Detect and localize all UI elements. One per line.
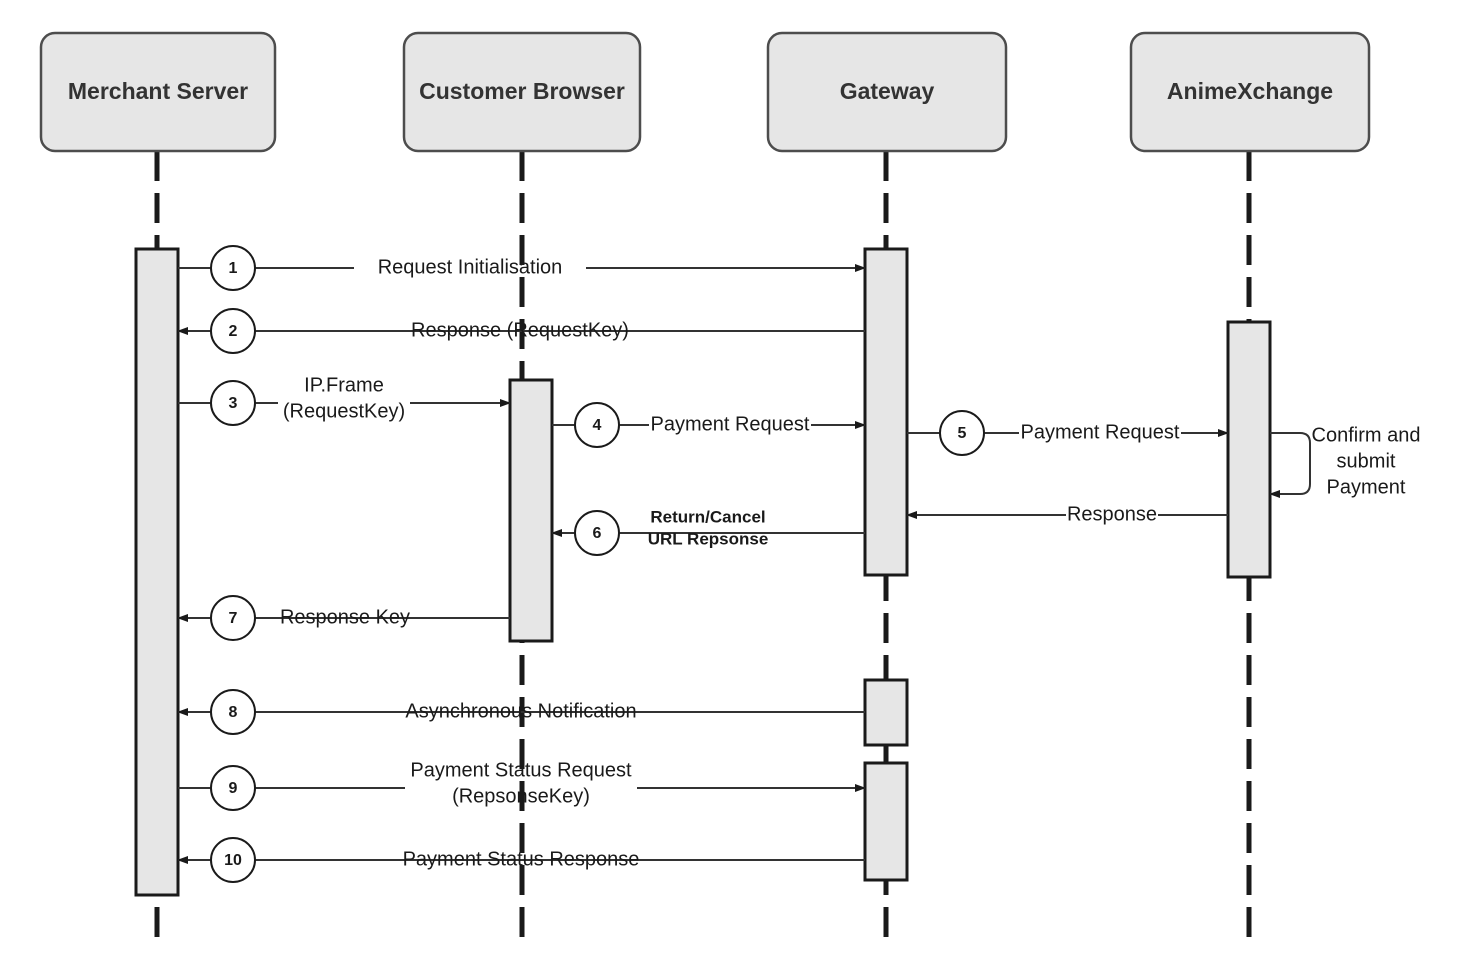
message-label-9-line: Payment Status Request <box>410 759 632 781</box>
message-8[interactable]: 8 Asynchronous Notification <box>177 689 865 735</box>
step-number-8: 8 <box>229 704 238 721</box>
self-message-loop-animexchange <box>1269 432 1311 498</box>
self-message-label-line: submit <box>1337 450 1396 472</box>
participant-merchant[interactable]: Merchant Server <box>39 31 277 153</box>
step-number-2: 2 <box>229 323 238 340</box>
activation-bar-gateway <box>863 678 909 747</box>
step-number-9: 9 <box>229 780 238 797</box>
activation-bar-gateway <box>863 247 909 577</box>
step-number-6: 6 <box>593 525 602 542</box>
message-label-6-line: URL Repsonse <box>648 529 769 548</box>
participant-label-merchant: Merchant Server <box>68 78 248 104</box>
participant-box-animexchange[interactable] <box>1129 31 1371 153</box>
self-message-label-line: Confirm and <box>1312 424 1421 446</box>
message-3[interactable]: 3 IP.Frame (RequestKey) <box>178 374 511 426</box>
message-label-8-line: Asynchronous Notification <box>405 700 636 722</box>
participant-label-gateway: Gateway <box>840 78 935 104</box>
message-7[interactable]: 7 Response Key <box>177 595 510 641</box>
participant-gateway[interactable]: Gateway <box>766 31 1008 153</box>
activation-bar-gateway <box>863 761 909 882</box>
participant-box-browser[interactable] <box>402 31 642 153</box>
message-4[interactable]: 4 Payment Request <box>552 402 866 448</box>
participant-box-gateway[interactable] <box>766 31 1008 153</box>
participant-browser[interactable]: Customer Browser <box>402 31 642 153</box>
activation-bar-animexchange <box>1226 320 1272 579</box>
participant-label-animexchange: AnimeXchange <box>1167 78 1333 104</box>
message-label-3-line: IP.Frame <box>304 374 384 396</box>
message-10[interactable]: 10 Payment Status Response <box>177 837 865 883</box>
activation-bars-layer <box>134 247 1272 897</box>
message-unnumbered-label-0-line: Response <box>1067 503 1157 525</box>
step-number-10: 10 <box>224 852 242 869</box>
step-circle-4[interactable] <box>574 402 620 448</box>
step-number-7: 7 <box>229 610 238 627</box>
message-1[interactable]: 1 Request Initialisation <box>178 245 866 291</box>
participant-animexchange[interactable]: AnimeXchange <box>1129 31 1371 153</box>
message-label-5-line: Payment Request <box>1021 421 1180 443</box>
step-circle-10[interactable] <box>210 837 256 883</box>
step-circle-9[interactable] <box>210 765 256 811</box>
step-number-5: 5 <box>958 425 967 442</box>
message-label-3-line: (RequestKey) <box>283 400 405 422</box>
activation-bar-browser <box>508 378 554 643</box>
step-circle-3[interactable] <box>210 380 256 426</box>
step-circle-7[interactable] <box>210 595 256 641</box>
step-number-3: 3 <box>229 395 238 412</box>
message-9[interactable]: 9 Payment Status Request (RepsonseKey) <box>178 759 866 811</box>
step-circle-1[interactable] <box>210 245 256 291</box>
step-circle-8[interactable] <box>210 689 256 735</box>
participant-label-browser: Customer Browser <box>419 78 625 104</box>
message-label-6-line: Return/Cancel <box>650 507 765 526</box>
step-circle-6[interactable] <box>574 510 620 556</box>
message-label-9-line: (RepsonseKey) <box>452 785 590 807</box>
step-number-4: 4 <box>593 417 602 434</box>
message-label-4-line: Payment Request <box>651 413 810 435</box>
message-label-10-line: Payment Status Response <box>403 848 640 870</box>
participants-layer: Merchant Server Customer Browser Gateway An… <box>39 31 1371 153</box>
message-2[interactable]: 2 Response (RequestKey) <box>177 308 865 354</box>
message-label-7-line: Response Key <box>280 606 410 628</box>
self-message-label-line: Payment <box>1327 476 1406 498</box>
message-unnumbered-0[interactable]: Response <box>906 503 1228 525</box>
step-circle-5[interactable] <box>939 410 985 456</box>
step-circle-2[interactable] <box>210 308 256 354</box>
message-label-2-line: Response (RequestKey) <box>411 319 629 341</box>
participant-box-merchant[interactable] <box>39 31 277 153</box>
step-number-1: 1 <box>229 260 238 277</box>
activation-bar-merchant <box>134 247 180 897</box>
message-label-1-line: Request Initialisation <box>378 256 563 278</box>
message-5[interactable]: 5 Payment Request <box>907 410 1229 456</box>
